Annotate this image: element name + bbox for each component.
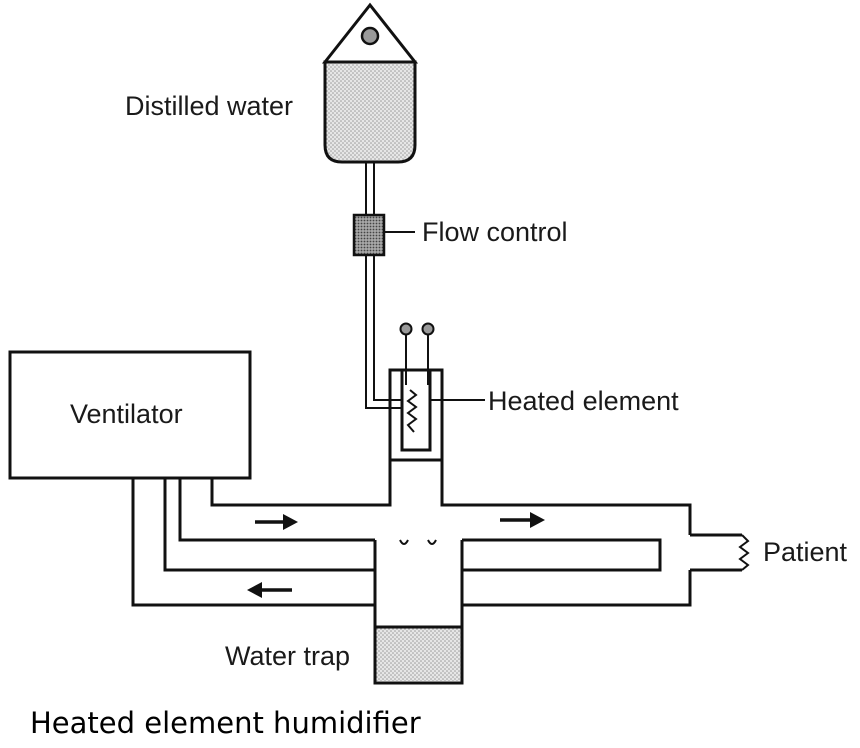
label-distilled-water: Distilled water [125,91,293,121]
diagram-caption: Heated element humidifier [30,706,421,740]
label-ventilator: Ventilator [70,399,183,429]
flow-arrow-left [247,582,292,598]
label-flow-control: Flow control [422,217,568,247]
flow-arrow-right-1 [255,514,298,530]
expiratory-tubing [131,478,375,607]
feed-tube [365,255,402,409]
drip-tube [365,162,375,215]
heated-element [388,368,485,462]
water-trap [373,539,464,685]
label-heated-element: Heated element [488,386,679,416]
inspiratory-tubing [210,460,742,607]
inner-divider-tube [163,478,662,572]
label-patient: Patient [763,537,848,567]
bag-hanger-knob [360,26,380,46]
water-bag [321,2,419,164]
label-water-trap: Water trap [225,641,350,671]
heater-terminals [399,322,435,385]
patient-connector [738,534,750,571]
ventilator-box [8,350,252,480]
flow-control-clamp [352,213,386,257]
flow-arrow-right-2 [500,512,545,528]
